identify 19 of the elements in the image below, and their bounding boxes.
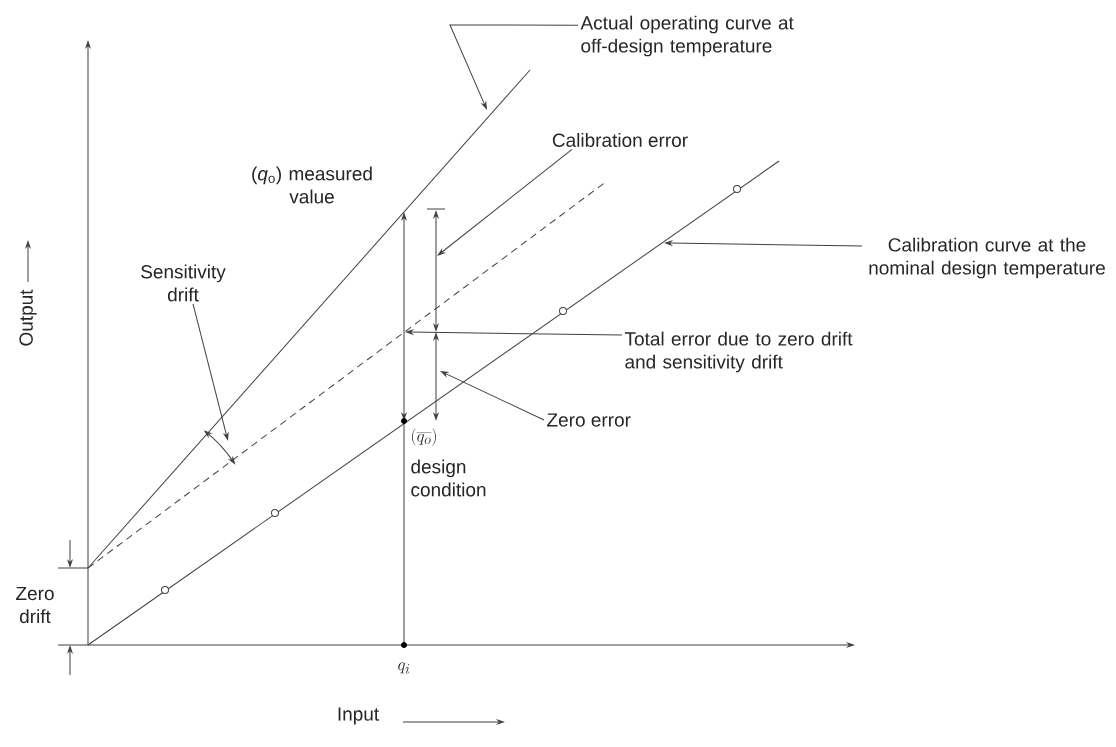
leader-line [192, 303, 229, 440]
annotation-text: Zero error [547, 413, 631, 427]
annotation-text: Actual operating curve at off-design temperature [580, 15, 794, 57]
annotation-text: Calibration curve at the nominal design temperature [869, 237, 1105, 279]
annotation-text: Sensitivity drift [141, 264, 226, 302]
leader-line [665, 240, 863, 247]
leader-line [449, 24, 579, 110]
point-label: (q$_{o}$) measured value [252, 166, 372, 204]
point-label: design condition [411, 459, 486, 497]
axis-label: Output [19, 289, 37, 346]
annotation-text: Total error due to zero drift and sensitivity drift [624, 331, 853, 373]
dimension-label: Zero drift [16, 586, 54, 624]
tick-label: $q_i$ [398, 662, 410, 674]
annotation-text: Calibration error [552, 133, 688, 147]
axis-label: Input [338, 707, 379, 725]
leader-line [440, 371, 545, 421]
point-label: $(\overline{q_o})$ [412, 428, 436, 446]
leader-line [406, 329, 623, 336]
leader-line [437, 149, 573, 256]
